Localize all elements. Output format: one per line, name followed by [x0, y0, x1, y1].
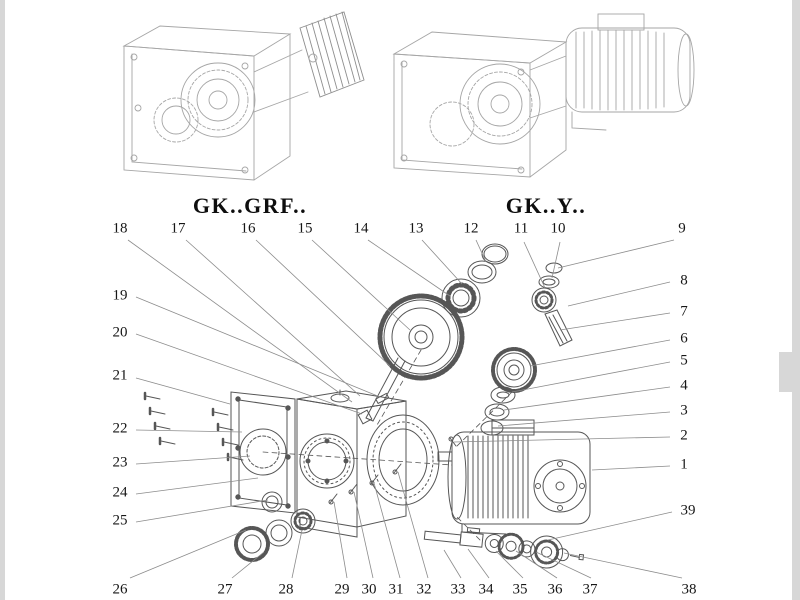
- part-number-35: 35: [512, 581, 528, 598]
- leader-lines: [127, 239, 683, 579]
- part-number-38: 38: [681, 581, 697, 598]
- part-number-30: 30: [361, 581, 377, 598]
- part-number-8: 8: [680, 272, 688, 289]
- part-number-37: 37: [582, 581, 598, 598]
- part-number-9: 9: [678, 220, 686, 237]
- large-helical-gear: [377, 293, 465, 381]
- part-number-33: 33: [450, 581, 466, 598]
- part-number-14: 14: [353, 220, 369, 237]
- input-pinion-stack: [480, 262, 573, 436]
- mounting-flange-plate: [230, 391, 296, 514]
- part-number-3: 3: [680, 402, 688, 419]
- variant-label-y: GK..Y..: [505, 193, 587, 218]
- gear-shaft-bearing: [441, 243, 509, 318]
- scan-edge-left: [0, 0, 5, 600]
- part-number-25: 25: [112, 512, 128, 529]
- seal-and-bearing-rings: [234, 491, 316, 562]
- gearbox-y-illustration: [392, 13, 695, 178]
- gear-housing: [296, 389, 440, 538]
- flange-bolts: [143, 391, 244, 462]
- scan-edge-patch: [779, 352, 800, 392]
- part-number-39: 39: [680, 502, 696, 519]
- part-number-15: 15: [297, 220, 313, 237]
- gearbox-grf-illustration: [122, 11, 365, 181]
- part-number-19: 19: [112, 287, 128, 304]
- part-number-21: 21: [112, 367, 128, 384]
- part-number-13: 13: [408, 220, 424, 237]
- part-number-20: 20: [112, 324, 128, 341]
- part-number-16: 16: [240, 220, 256, 237]
- part-number-5: 5: [680, 352, 688, 369]
- part-number-7: 7: [680, 303, 688, 320]
- part-number-6: 6: [680, 330, 688, 347]
- part-number-22: 22: [112, 420, 128, 437]
- part-number-24: 24: [112, 484, 128, 501]
- part-number-18: 18: [112, 220, 128, 237]
- variant-label-grf: GK..GRF..: [192, 193, 308, 218]
- part-number-36: 36: [547, 581, 563, 598]
- part-number-1: 1: [680, 456, 688, 473]
- exploded-view-drawing: [143, 243, 591, 569]
- part-number-31: 31: [388, 581, 404, 598]
- part-number-27: 27: [217, 581, 233, 598]
- part-number-26: 26: [112, 581, 128, 598]
- motor-shaft-assembly: [423, 527, 585, 569]
- part-number-28: 28: [278, 581, 294, 598]
- part-number-12: 12: [463, 220, 479, 237]
- part-number-17: 17: [170, 220, 186, 237]
- electric-motor: [437, 419, 591, 535]
- part-number-32: 32: [416, 581, 432, 598]
- part-number-10: 10: [550, 220, 566, 237]
- part-number-2: 2: [680, 427, 688, 444]
- part-number-11: 11: [513, 220, 529, 237]
- part-number-4: 4: [680, 377, 688, 394]
- scan-edge-right: [792, 0, 800, 600]
- part-number-34: 34: [478, 581, 494, 598]
- part-number-23: 23: [112, 454, 128, 471]
- part-number-29: 29: [334, 581, 350, 598]
